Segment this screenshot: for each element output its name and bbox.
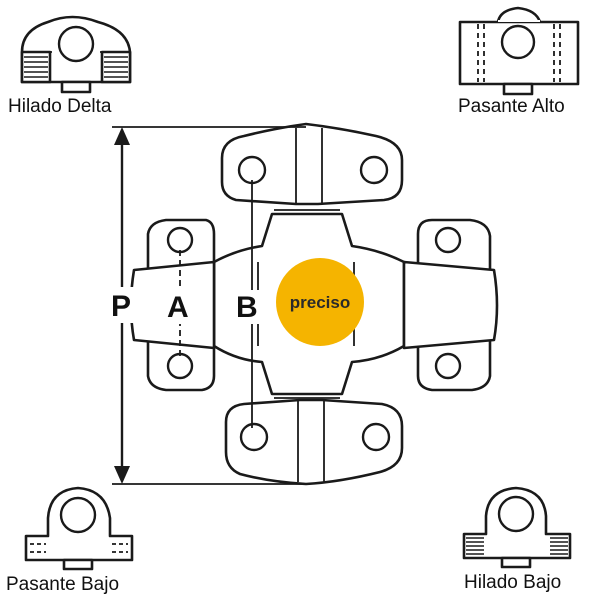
label-dimension-a: A [167,291,189,324]
dimension-b [234,180,268,428]
dimension-a [164,250,196,356]
icon-pasante-alto [458,6,580,96]
bearing-cap-right [402,218,499,392]
dimension-p [106,126,306,485]
label-hilado-delta: Hilado Delta [8,96,112,117]
bearing-cap-top [220,122,404,206]
logo-badge-icon [276,258,364,346]
preciso-logo: preciso [276,258,364,346]
icon-hilado-delta [20,15,132,94]
label-dimension-b: B [236,291,258,324]
logo-text: preciso [290,293,350,312]
label-dimension-p: P [111,290,131,323]
icon-pasante-bajo [24,486,134,571]
label-pasante-bajo: Pasante Bajo [6,574,119,595]
label-hilado-bajo: Hilado Bajo [464,572,561,593]
label-pasante-alto: Pasante Alto [458,96,565,117]
icon-hilado-bajo [462,486,572,569]
bearing-cap-bottom [224,398,404,486]
